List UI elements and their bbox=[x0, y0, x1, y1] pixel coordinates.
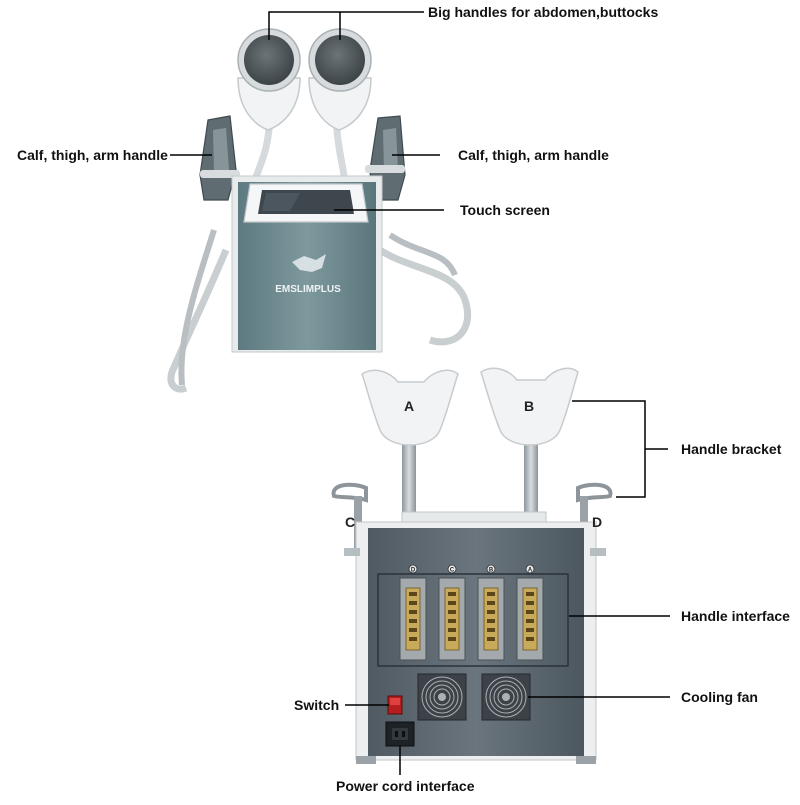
callout-power-cord: Power cord interface bbox=[336, 778, 475, 794]
connector-port-label: D bbox=[411, 568, 416, 574]
callout-handle-interface: Handle interface bbox=[681, 608, 790, 624]
connector-port-a: A bbox=[516, 564, 544, 661]
callout-switch: Switch bbox=[294, 697, 340, 713]
power-switch-icon bbox=[387, 695, 403, 715]
hook-letter-d: D bbox=[592, 514, 603, 530]
callout-cooling-fan: Cooling fan bbox=[681, 689, 758, 705]
bracket-letter-b: B bbox=[524, 398, 535, 414]
power-socket-icon bbox=[385, 721, 415, 747]
handle-bracket-a-icon bbox=[361, 369, 459, 446]
hook-letter-c: C bbox=[345, 514, 356, 530]
bracket-letter-a: A bbox=[404, 398, 415, 414]
brand-logo-text: EMSLIMPLUS bbox=[275, 284, 341, 295]
connector-port-label: C bbox=[450, 568, 455, 574]
callout-handle-bracket: Handle bracket bbox=[681, 441, 782, 457]
handle-interface-panel bbox=[377, 573, 569, 667]
connector-port-d: D bbox=[399, 564, 427, 661]
callout-big-handles: Big handles for abdomen,buttocks bbox=[428, 4, 659, 20]
connector-port-c: C bbox=[438, 564, 466, 661]
brand-logo: EMSLIMPLUS bbox=[275, 254, 341, 295]
connector-port-label: B bbox=[489, 568, 494, 574]
touch-screen-icon bbox=[243, 183, 369, 223]
big-handle-left-icon bbox=[237, 28, 301, 131]
handle-bracket-b-icon bbox=[480, 367, 579, 446]
callout-calf-left: Calf, thigh, arm handle bbox=[17, 147, 168, 163]
big-handle-right-icon bbox=[308, 28, 372, 131]
connector-port-label: A bbox=[528, 568, 533, 574]
leader-handle-bracket bbox=[572, 400, 646, 498]
cooling-fan-right-icon bbox=[481, 673, 531, 721]
connector-port-b: B bbox=[477, 564, 505, 661]
callout-lines bbox=[170, 11, 670, 775]
small-handle-left-icon bbox=[199, 115, 240, 201]
callout-calf-right: Calf, thigh, arm handle bbox=[458, 147, 609, 163]
front-machine: EMSLIMPLUS bbox=[167, 28, 472, 393]
rear-machine: D C B A bbox=[331, 367, 613, 764]
leader-big-handles bbox=[268, 11, 424, 40]
cooling-fan-left-icon bbox=[417, 673, 467, 721]
callout-touch-screen: Touch screen bbox=[460, 202, 550, 218]
